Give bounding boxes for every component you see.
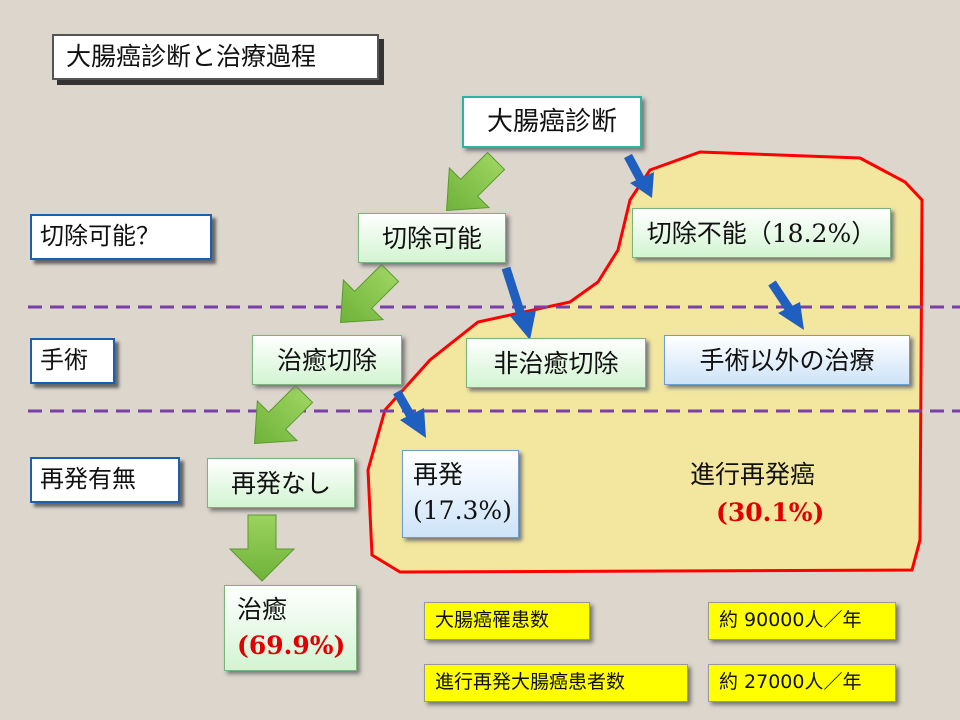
stat-incidence-value: 約 90000人／年 [708,602,896,640]
node-noncurative-resection: 非治癒切除 [466,338,646,388]
node-resectable: 切除可能 [358,213,506,263]
blue-arrow-resectable-to-noncurative [501,266,536,340]
node-nonsurgical-treatment: 手術以外の治療 [664,335,910,385]
advanced-cancer-label: 進行再発癌 [690,460,816,489]
stat-incidence-label: 大腸癌罹患数 [424,602,590,640]
label-resectable-question: 切除可能？ [30,214,212,260]
recurrence-percentage: (17.3%) [413,496,512,525]
stat-advanced-label: 進行再発大腸癌患者数 [424,664,688,702]
page-title: 大腸癌診断と治療過程 [52,34,379,80]
blue-arrow-curative-to-recurrence [393,389,426,438]
blue-arrow-diagnosis-to-unresectable [624,153,654,198]
blue-arrow-unresectable-to-nonsurgical [768,280,804,330]
label-surgery: 手術 [30,338,115,384]
cured-label: 治癒 [237,595,288,624]
node-diagnosis: 大腸癌診断 [462,96,642,148]
node-curative-resection: 治癒切除 [252,335,402,385]
green-arrow-resectable-to-curative [340,263,400,323]
node-cured: 治癒 (69.9%) [224,585,357,671]
green-arrow-no-recurrence-to-cured [228,514,296,582]
advanced-cancer-percentage: (30.1%) [716,498,825,527]
label-recurrence: 再発有無 [30,457,180,503]
stat-advanced-value: 約 27000人／年 [708,664,896,702]
node-no-recurrence: 再発なし [207,458,355,508]
node-recurrence: 再発 (17.3%) [402,450,519,538]
node-unresectable: 切除不能（18.2%） [632,208,891,258]
green-arrow-diagnosis-to-resectable [446,151,506,211]
recurrence-label: 再発 [413,460,464,489]
green-arrow-curative-to-no-recurrence [254,384,314,444]
cured-percentage: (69.9%) [237,631,346,660]
